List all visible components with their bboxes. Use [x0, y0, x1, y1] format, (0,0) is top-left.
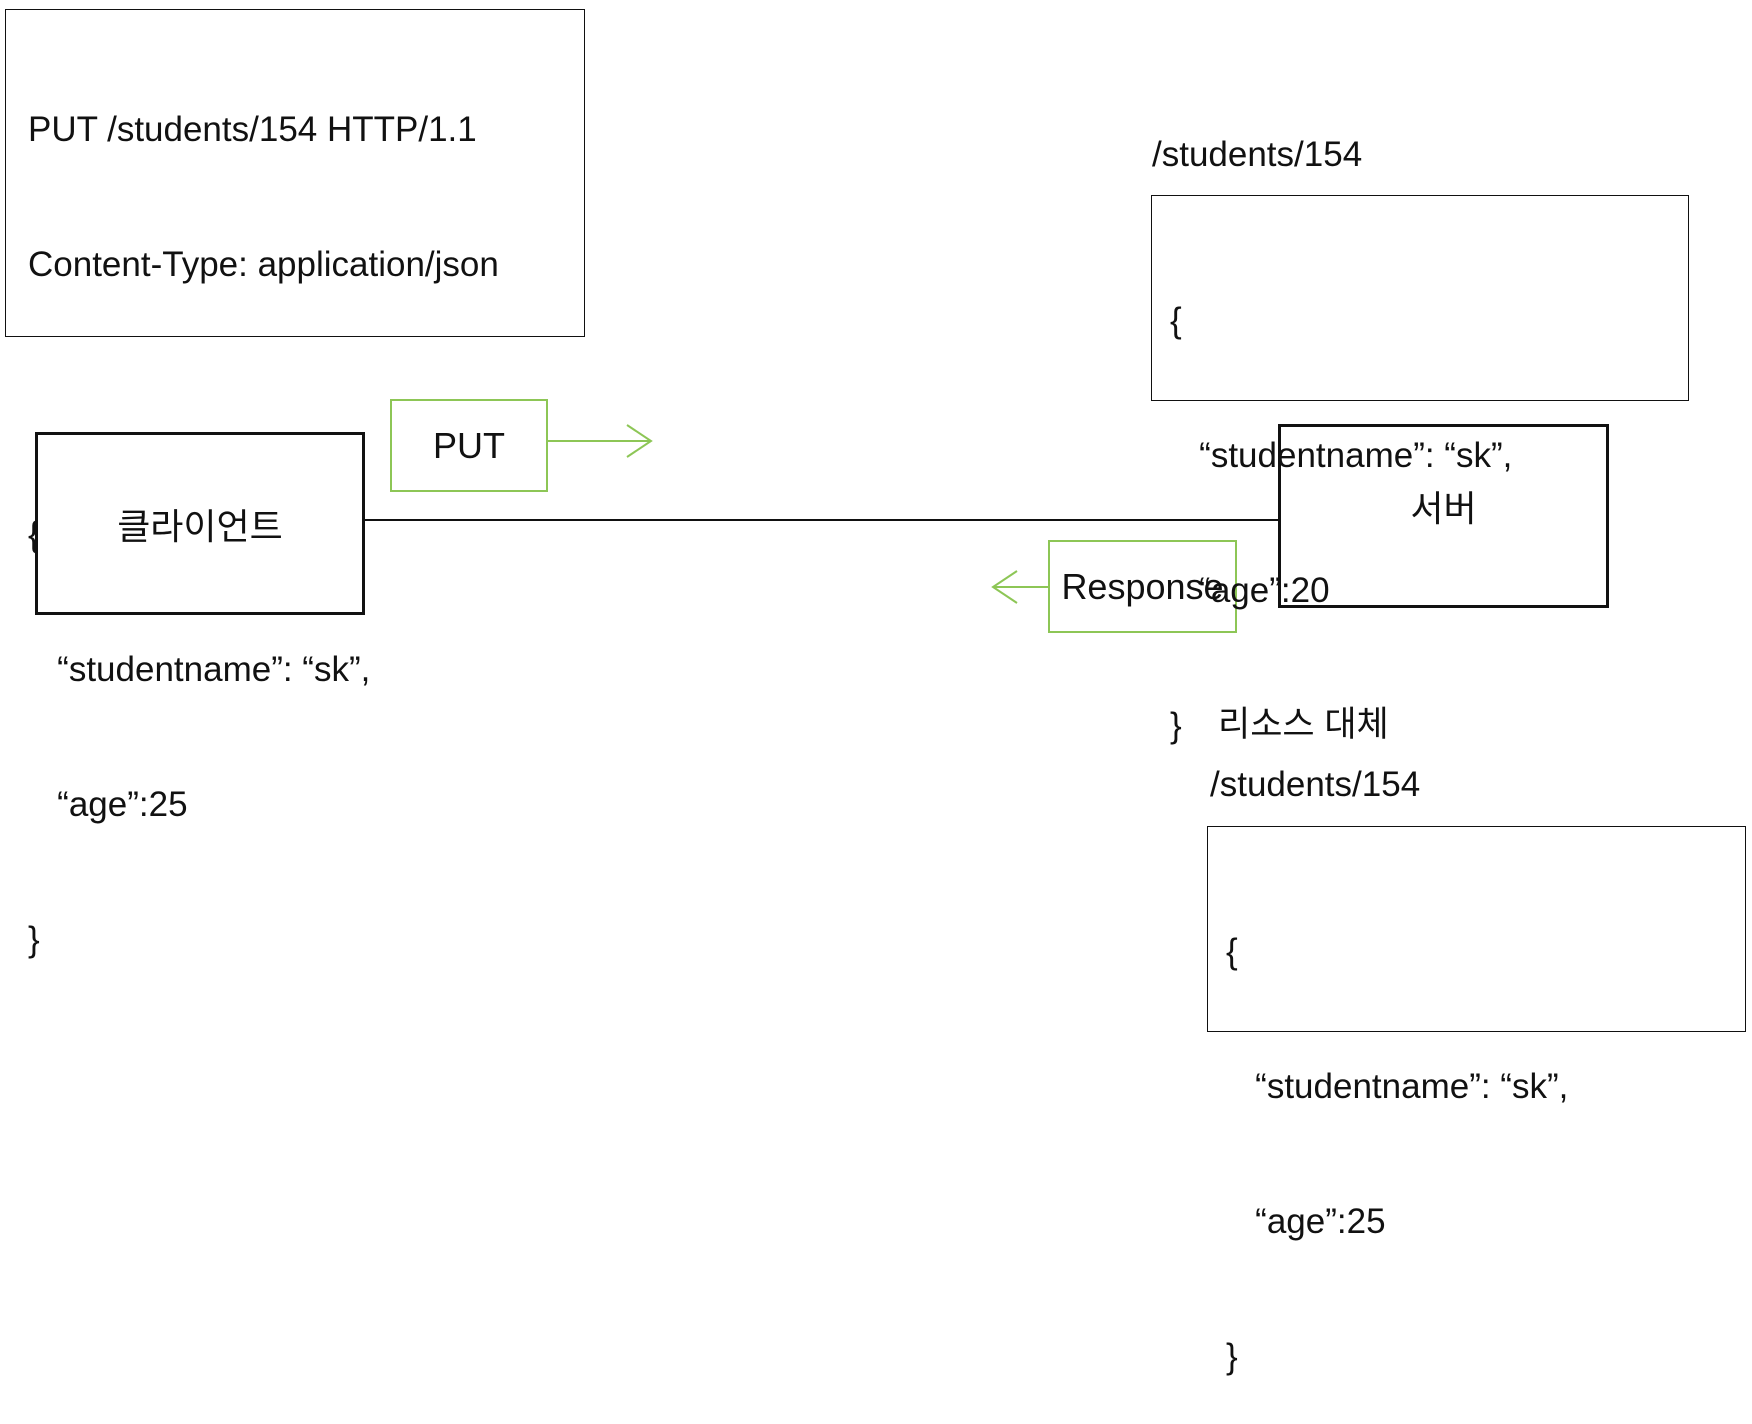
client-node: 클라이언트	[35, 432, 365, 615]
resource-before-open: {	[1170, 301, 1182, 340]
resource-before-close: }	[1170, 706, 1182, 745]
replace-note: 리소스 대체	[1218, 705, 1389, 744]
request-body-open: {	[28, 515, 40, 554]
request-box: PUT /students/154 HTTP/1.1 Content-Type:…	[5, 9, 585, 959]
resource-after-close: }	[1226, 1337, 1238, 1376]
resource-path-before: /students/154	[1152, 135, 1363, 174]
resource-path-after: /students/154	[1210, 765, 1421, 804]
put-method-tag: PUT	[390, 399, 548, 492]
request-body-name: “studentname”: “sk”,	[28, 650, 371, 689]
resource-before-box: { “studentname”: “sk”, “age”:20 }	[1151, 195, 1689, 745]
resource-before-age: “age”:20	[1170, 571, 1330, 610]
resource-after-age: “age”:25	[1226, 1202, 1386, 1241]
resource-after-name: “studentname”: “sk”,	[1226, 1067, 1569, 1106]
server-label: 서버	[1410, 488, 1477, 529]
resource-after-open: {	[1226, 932, 1238, 971]
put-label: PUT	[433, 424, 505, 466]
resource-before-name: “studentname”: “sk”,	[1170, 436, 1513, 475]
server-node: 서버	[1278, 424, 1609, 608]
request-header: Content-Type: application/json	[28, 245, 499, 284]
request-line: PUT /students/154 HTTP/1.1	[28, 110, 477, 149]
response-label: Response	[1061, 565, 1224, 607]
request-body-close: }	[28, 920, 40, 959]
resource-after-box: { “studentname”: “sk”, “age”:25 }	[1207, 826, 1746, 1376]
response-arrow-icon	[991, 570, 1048, 604]
client-label: 클라이언트	[117, 505, 283, 547]
request-body-age: “age”:25	[28, 785, 188, 824]
response-tag: Response	[1048, 540, 1237, 633]
